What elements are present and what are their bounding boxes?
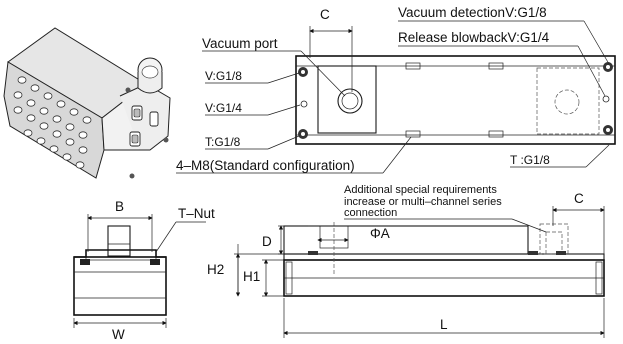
dimension-w: W (73, 318, 167, 342)
mounting-label: 4–M8(Standard configuration) (176, 158, 355, 173)
dimension-phi-a: ΦA (317, 226, 390, 243)
dimension-b: B (87, 199, 153, 252)
vacuum-detection-label: Vacuum detectionV:G1/8 (398, 5, 547, 20)
dimension-h1-label: H1 (243, 269, 260, 284)
t-nut-label: T–Nut (178, 206, 215, 221)
t-nut-callout: T–Nut (155, 206, 215, 253)
dimension-l-label: L (440, 317, 448, 332)
release-blowback-label: Release blowbackV:G1/4 (398, 30, 550, 45)
vacuum-port-callout: Vacuum port (202, 36, 346, 97)
vacuum-port-symbol (337, 88, 363, 114)
vacuum-detection-callout: Vacuum detectionV:G1/8 (398, 5, 610, 65)
t-g18-left-label: T:G1/8 (205, 135, 241, 149)
isometric-product-view (3, 27, 171, 179)
dimension-phi-a-label: ΦA (370, 226, 390, 241)
v-g18-label: V:G1/8 (205, 69, 242, 83)
dimension-b-label: B (115, 199, 124, 214)
v-g14-label: V:G1/4 (205, 101, 242, 115)
release-blowback-callout: Release blowbackV:G1/4 (398, 30, 606, 97)
t-g18-right-callout: T :G1/8 (510, 144, 610, 168)
additional-line-1: Additional special requirements (344, 184, 497, 196)
dimension-c-side: C (552, 191, 605, 254)
end-view (73, 225, 167, 316)
top-view (295, 55, 616, 145)
additional-line-2: increase or multi–channel series (344, 196, 502, 208)
dimension-c-top-label: C (320, 7, 330, 22)
side-view (283, 222, 605, 297)
vacuum-port-label: Vacuum port (202, 36, 278, 51)
dimension-d: D (262, 225, 284, 255)
additional-requirements-note: Additional special requirements increase… (344, 184, 547, 233)
dimension-h2-label: H2 (207, 262, 224, 277)
dimension-c-top: C (309, 7, 353, 92)
left-port-callouts: V:G1/8 V:G1/4 T:G1/8 (205, 69, 301, 150)
t-g18-right-label: T :G1/8 (510, 153, 550, 167)
mounting-callout: 4–M8(Standard configuration) (176, 136, 412, 174)
additional-line-3: connection (344, 207, 397, 219)
dimension-h: H1 H2 (207, 244, 284, 297)
dimension-c-side-label: C (574, 191, 584, 206)
dimension-w-label: W (112, 327, 125, 342)
dimension-l: L (283, 298, 605, 338)
dimension-d-label: D (262, 234, 272, 249)
